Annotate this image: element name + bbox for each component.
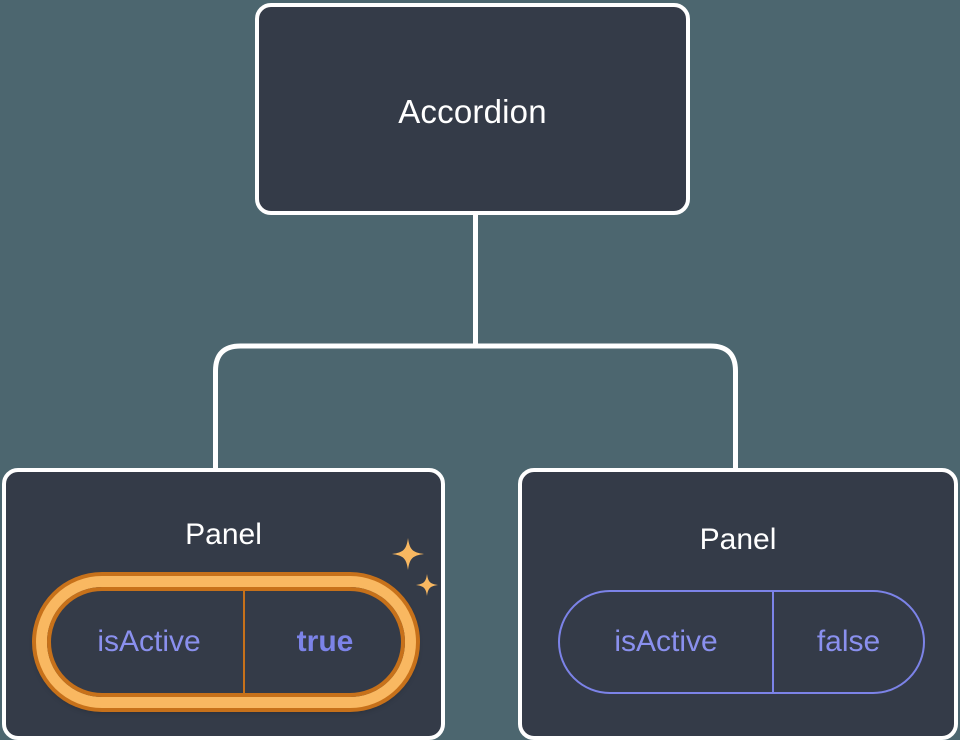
tree-node-accordion[interactable]: Accordion [255,3,690,215]
node-label-accordion: Accordion [398,93,547,130]
prop-value-isactive-right: false [772,592,923,692]
connector-branch-bar [213,343,738,468]
prop-pill-isactive-false[interactable]: isActive false [558,590,925,694]
node-label-panel-left: Panel [185,518,262,551]
prop-key-isactive-right: isActive [614,625,718,658]
node-label-panel-right: Panel [699,523,777,556]
prop-value-isactive-left: true [243,587,405,697]
prop-pill-isactive-true[interactable]: isActive true [36,576,416,708]
prop-key-isactive-left: isActive [97,625,201,658]
